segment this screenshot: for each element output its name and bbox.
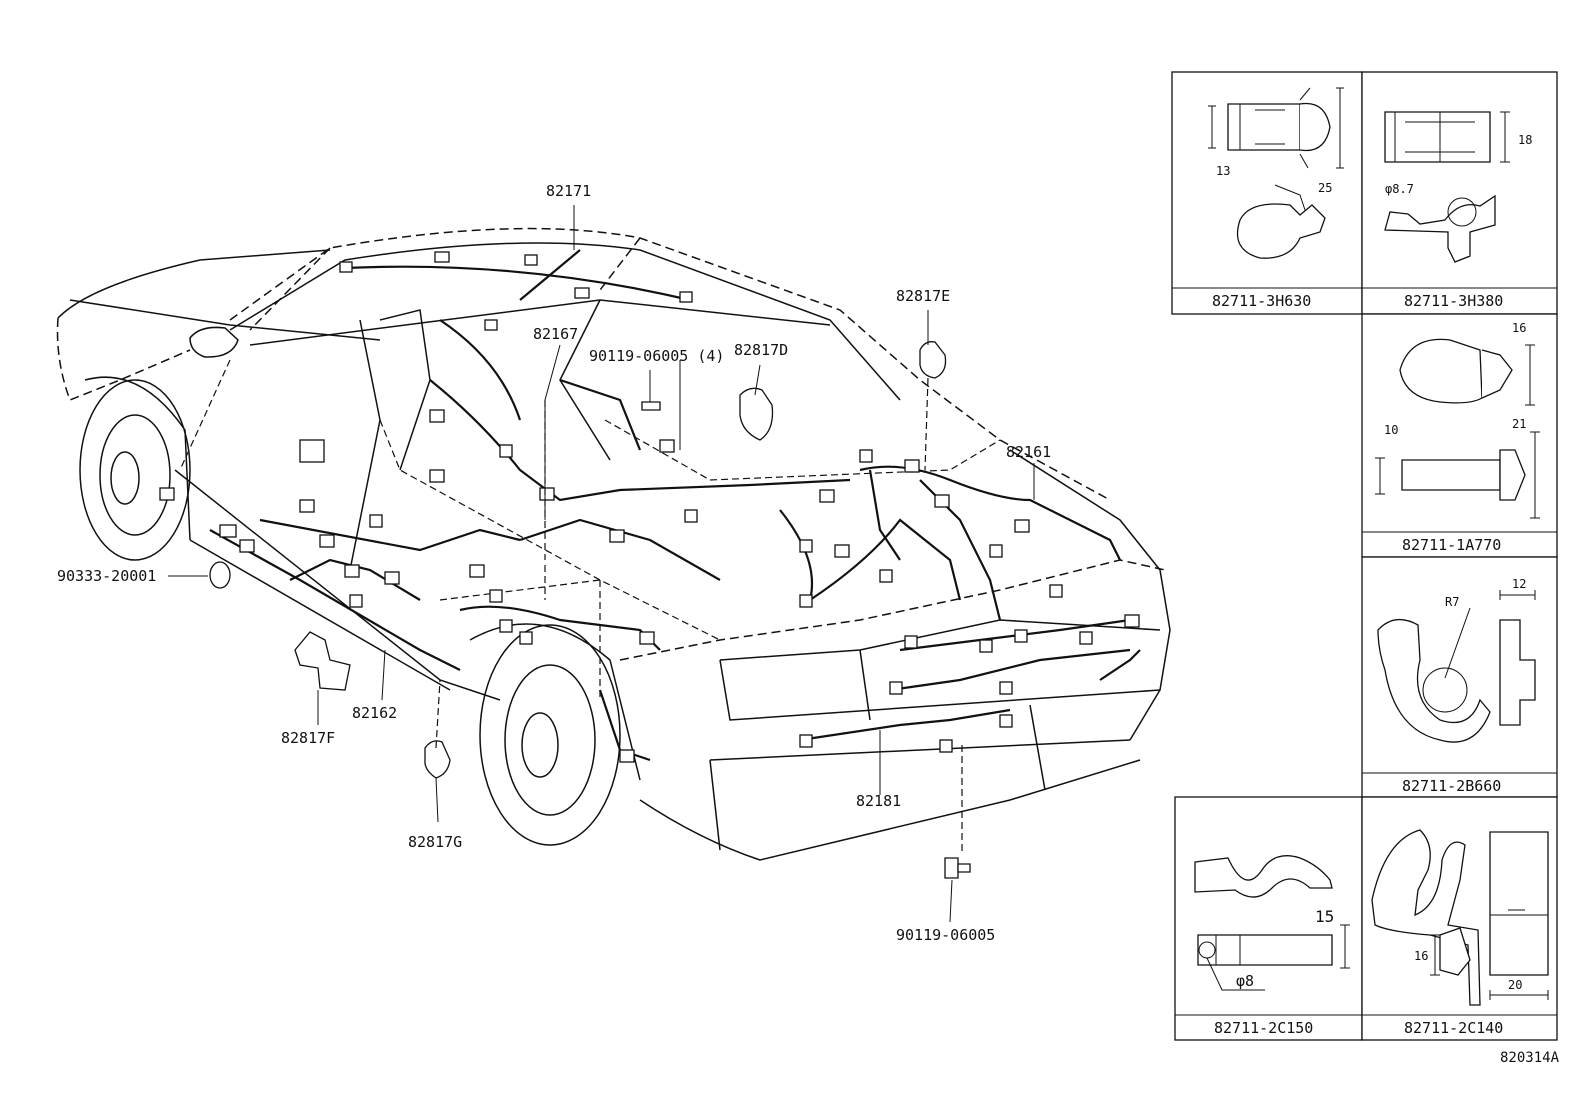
clamp-label-2B660: 82711-2B660 [1402, 777, 1501, 795]
dim-1A770-16: 16 [1512, 321, 1526, 335]
label-82817F: 82817F [281, 729, 335, 747]
label-82817G: 82817G [408, 833, 462, 851]
dim-3H630-25: 25 [1318, 181, 1332, 195]
dim-2C140-20: 20 [1508, 978, 1522, 992]
label-82171: 82171 [546, 182, 591, 200]
label-82181: 82181 [856, 792, 901, 810]
clamp-label-3H380: 82711-3H380 [1404, 292, 1503, 310]
clamp-82711-3H630: 13 25 82711-3H630 [1208, 87, 1344, 310]
label-82162: 82162 [352, 704, 397, 722]
dim-3H380-phi87: φ8.7 [1385, 182, 1414, 196]
clamp-reference-table: 13 25 82711-3H630 18 φ8.7 82711-3H380 16… [1171, 71, 1558, 1041]
clamp-82711-2C140: 16 20 82711-2C140 [1371, 829, 1549, 1037]
clamp-label-3H630: 82711-3H630 [1212, 292, 1311, 310]
dim-1A770-21: 21 [1512, 417, 1526, 431]
dim-2B660-12: 12 [1512, 577, 1526, 591]
clamp-82711-2B660: R7 12 82711-2B660 [1377, 577, 1536, 795]
dim-2B660-R7: R7 [1445, 595, 1459, 609]
label-82167: 82167 [533, 325, 578, 343]
clamp-82711-1A770: 16 10 21 82711-1A770 [1375, 321, 1540, 554]
dim-3H380-18: 18 [1518, 133, 1532, 147]
car-body-illustration [56, 227, 1171, 861]
label-90119-06005: 90119-06005 [896, 926, 995, 944]
label-82161: 82161 [1006, 443, 1051, 461]
dim-2C140-16: 16 [1414, 949, 1428, 963]
clamp-82711-2C150: 15 φ8 82711-2C150 [1194, 855, 1350, 1037]
dim-2C150-phi8: φ8 [1236, 972, 1254, 990]
clamp-label-2C150: 82711-2C150 [1214, 1019, 1313, 1037]
label-90119-06005-4: 90119-06005 (4) [589, 347, 724, 365]
label-82817E: 82817E [896, 287, 950, 305]
dim-3H630-13: 13 [1216, 164, 1230, 178]
figure-code: 820314A [1500, 1050, 1560, 1066]
clamp-label-1A770: 82711-1A770 [1402, 536, 1501, 554]
fastener-parts [209, 341, 971, 879]
clamp-82711-3H380: 18 φ8.7 82711-3H380 [1384, 111, 1532, 310]
clamp-label-2C140: 82711-2C140 [1404, 1019, 1503, 1037]
part-labels: 82171 82167 90119-06005 (4) 82817D 82817… [57, 182, 1051, 944]
leader-lines [168, 205, 1035, 923]
dim-1A770-10: 10 [1384, 423, 1398, 437]
label-90333-20001: 90333-20001 [57, 567, 156, 585]
label-82817D: 82817D [734, 341, 788, 359]
wire-harness-lines [159, 249, 1141, 763]
dim-2C150-15: 15 [1315, 907, 1334, 926]
